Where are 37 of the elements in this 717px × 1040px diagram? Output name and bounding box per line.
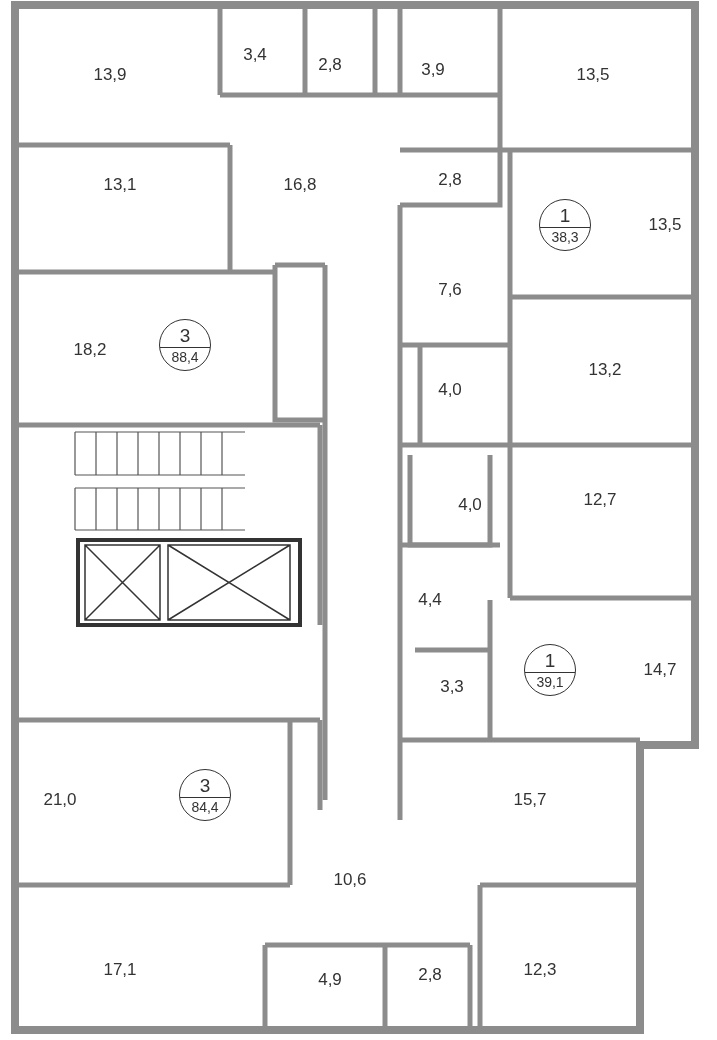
apartment-area: 88,4	[171, 347, 199, 366]
room-area: 7,6	[438, 280, 462, 300]
room-area: 13,5	[576, 65, 610, 85]
room-area: 13,9	[93, 65, 127, 85]
room-count: 3	[179, 324, 191, 347]
room-area: 3,4	[243, 45, 267, 65]
room-area: 3,9	[421, 60, 445, 80]
room-area: 2,8	[418, 965, 442, 985]
room-area: 12,3	[523, 960, 557, 980]
room-area: 4,0	[458, 495, 482, 515]
room-area: 4,9	[318, 970, 342, 990]
room-area: 12,7	[583, 490, 617, 510]
room-area: 14,7	[643, 660, 677, 680]
apartment-badge	[179, 769, 231, 821]
room-area: 2,8	[318, 55, 342, 75]
room-area: 13,1	[103, 175, 137, 195]
room-area: 2,8	[438, 170, 462, 190]
apartment-badge	[524, 644, 576, 696]
room-area: 18,2	[73, 340, 107, 360]
room-area: 13,2	[588, 360, 622, 380]
room-area: 10,6	[333, 870, 367, 890]
room-count: 3	[199, 774, 211, 797]
room-area: 15,7	[513, 790, 547, 810]
room-count: 1	[544, 649, 556, 672]
room-area: 21,0	[43, 790, 77, 810]
room-area: 17,1	[103, 960, 137, 980]
apartment-area: 39,1	[536, 672, 564, 691]
room-count: 1	[559, 204, 571, 227]
apartment-badge	[159, 319, 211, 371]
room-area: 3,3	[440, 677, 464, 697]
apartment-area: 84,4	[191, 797, 219, 816]
room-area: 13,5	[648, 215, 682, 235]
apartment-area: 38,3	[551, 227, 579, 246]
room-area: 4,4	[418, 590, 442, 610]
room-area: 4,0	[438, 380, 462, 400]
apartment-badge	[539, 199, 591, 251]
room-area: 16,8	[283, 175, 317, 195]
